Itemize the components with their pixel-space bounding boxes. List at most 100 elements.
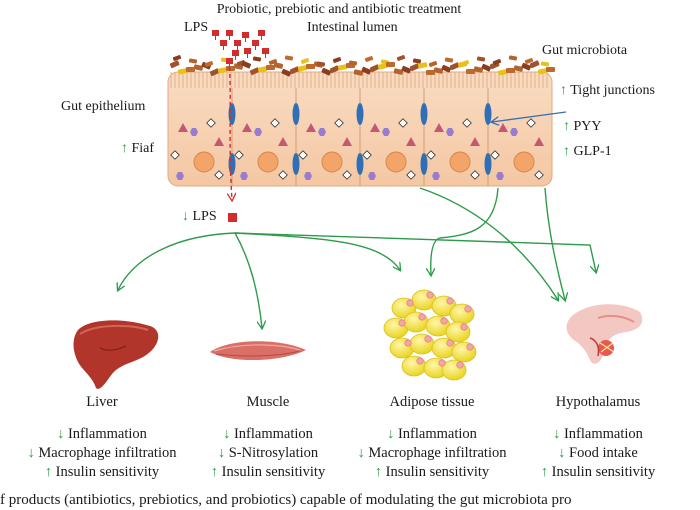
bacterium [466, 69, 475, 74]
gut-microbiota-layer [169, 55, 555, 77]
bacterium [369, 64, 380, 73]
bacterium [252, 56, 262, 62]
tight-junctions-label: ↑ Tight junctions [560, 83, 655, 98]
organ-name: Liver [86, 394, 118, 410]
granule [398, 118, 408, 128]
bacterium [481, 63, 492, 72]
bacterium [513, 65, 524, 72]
cell-nucleus [385, 151, 407, 173]
lps-molecule [262, 48, 269, 54]
granule [362, 150, 372, 160]
granule [342, 137, 352, 146]
macrophage [426, 291, 434, 299]
macrophage [424, 335, 432, 343]
granule [434, 123, 444, 132]
macrophage [406, 299, 414, 307]
bacterium [226, 66, 235, 71]
bacterium [306, 64, 315, 69]
granule [510, 128, 518, 136]
bacterium [300, 58, 310, 64]
signaling-arrows [118, 187, 596, 328]
hypothalamus-effects: Hypothalamus ↓ Inflammation ↓ Food intak… [541, 393, 655, 482]
effect-line: ↓ Inflammation [57, 426, 147, 442]
up-arrow-icon: ↑ [560, 83, 567, 98]
lps-molecule [212, 30, 219, 36]
bacterium [321, 67, 332, 76]
bacterium [289, 66, 300, 75]
organ-name: Muscle [246, 394, 290, 410]
granule [406, 170, 416, 180]
lps-molecule [220, 40, 227, 46]
granule [306, 123, 316, 132]
cell-nucleus [449, 151, 471, 173]
effect-line: ↓ Inflammation [387, 426, 477, 442]
bacterium [209, 68, 220, 77]
macrophage [456, 361, 464, 369]
granule [368, 172, 376, 180]
gut-microbiota-label: Gut microbiota [542, 43, 628, 58]
granule [240, 172, 248, 180]
macrophage [418, 313, 426, 321]
lps-label: LPS [184, 20, 209, 35]
granule [432, 172, 440, 180]
bacterium [332, 57, 342, 63]
granule [334, 118, 344, 128]
granule [382, 128, 390, 136]
cell-nucleus [193, 151, 215, 173]
bacterium [273, 62, 284, 69]
cell-nucleus [321, 151, 343, 173]
granule [214, 137, 224, 146]
bacterium [540, 61, 550, 67]
bacterium [172, 55, 182, 61]
tight-junction-pointer [492, 111, 567, 122]
arrow-gut-hypothalamus-b [544, 187, 565, 300]
bacterium [268, 59, 278, 65]
bacterium [492, 59, 502, 65]
up-arrow-icon: ↑ [121, 141, 128, 156]
tight-junction [356, 153, 364, 175]
intestinal-lumen-label: Intestinal lumen [307, 20, 398, 35]
granule [304, 172, 312, 180]
bacterium [297, 65, 308, 72]
granule [534, 170, 544, 180]
bacterium [249, 67, 260, 76]
bacterium [188, 58, 198, 64]
bacterium [412, 58, 422, 64]
tight-junction [292, 103, 300, 125]
lps-decrease-label: ↓ LPS [182, 209, 217, 224]
granule [426, 150, 436, 160]
lps-molecule [252, 40, 259, 46]
macrophage [446, 297, 454, 305]
bacterium [497, 69, 508, 76]
effect-line: ↑ Insulin sensitivity [374, 464, 490, 480]
effect-line: ↓ Macrophage infiltration [27, 445, 177, 461]
granule [298, 150, 308, 160]
lps-molecule [234, 40, 241, 46]
granule [318, 128, 326, 136]
effect-line: ↑ Insulin sensitivity [44, 464, 160, 480]
bacterium [386, 62, 395, 67]
arrow-gut-adipose [431, 187, 499, 275]
bacterium [257, 66, 268, 73]
effect-line: ↓ S-Nitrosylation [217, 445, 319, 461]
granule [490, 150, 500, 160]
lps-molecule [232, 50, 239, 56]
lps-molecule-reduced [228, 213, 237, 222]
bacterium [177, 68, 188, 75]
organ-name: Adipose tissue [389, 394, 475, 410]
bacterium [186, 67, 195, 72]
granule [370, 123, 380, 132]
tight-junction [228, 103, 236, 125]
effect-line: ↓ Inflammation [553, 426, 643, 442]
tight-junction [228, 153, 236, 175]
effect-line: ↓ Food intake [558, 445, 638, 461]
arrow-to-muscle [234, 232, 262, 328]
gut-epithelium [167, 71, 553, 187]
bacterium [433, 67, 444, 74]
bacterium [476, 56, 486, 62]
lps-molecule [226, 30, 233, 36]
effect-line: ↑ Insulin sensitivity [540, 464, 656, 480]
macrophage [446, 339, 454, 347]
bacterium [441, 64, 452, 73]
